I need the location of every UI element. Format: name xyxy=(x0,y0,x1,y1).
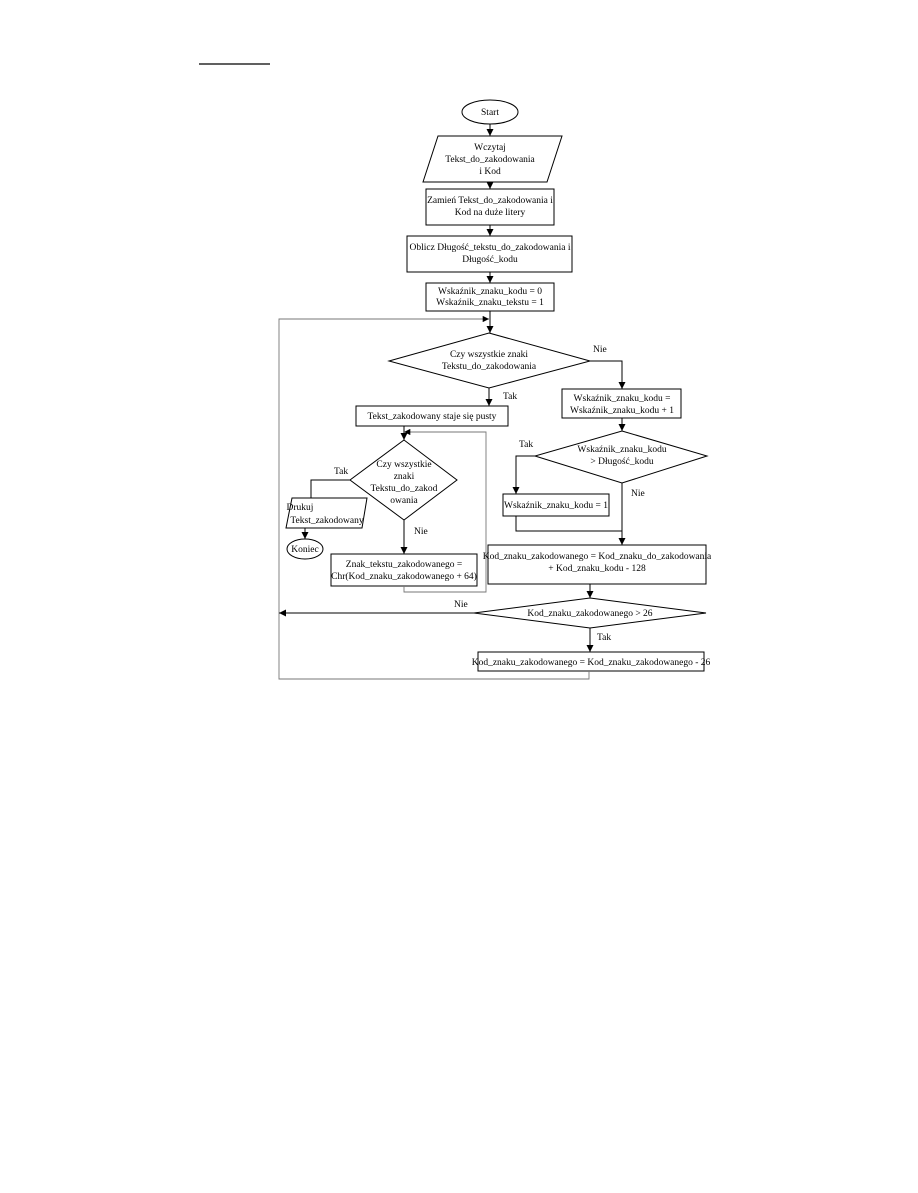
calc-lengths-line-2: Długość_kodu xyxy=(462,255,518,265)
check-all-chars-decision xyxy=(387,332,592,389)
subtract-26-process xyxy=(477,651,705,672)
read-input-parallelogram xyxy=(422,135,563,183)
edge-main-loop-return xyxy=(278,315,590,680)
check-all-chars-2-line-4: owania xyxy=(390,496,418,506)
check-code-pointer-line-1: Wskaźnik_znaku_kodu xyxy=(577,445,666,455)
gt26-no-label: Nie xyxy=(454,600,468,610)
end-label: Koniec xyxy=(291,545,318,555)
check-all-chars-2-line-3: Tekstu_do_zakod xyxy=(371,484,438,494)
compute-code-process xyxy=(487,544,707,585)
set-empty-label: Tekst_zakodowany staje się pusty xyxy=(368,412,497,422)
edge-pointer-yes xyxy=(512,455,535,494)
check-code-pointer-line-2: > Długość_kodu xyxy=(590,457,653,467)
print-output-parallelogram xyxy=(285,497,368,529)
char-from-code-line-1: Znak_tekstu_zakodowanego = xyxy=(346,560,462,570)
edge-inner-loop-return xyxy=(403,428,487,593)
gt26-yes-label: Tak xyxy=(597,633,611,643)
edge-check1-no xyxy=(590,360,626,389)
check-gt-26-label: Kod_znaku_zakodowanego > 26 xyxy=(527,609,652,619)
increment-code-pointer-line-1: Wskaźnik_znaku_kodu = xyxy=(574,394,671,404)
init-pointers-process xyxy=(425,282,555,312)
reset-code-pointer-process xyxy=(502,493,610,517)
print-output-line-1: Drukuj xyxy=(287,503,314,513)
to-upper-line-2: Kod na duże litery xyxy=(455,208,526,218)
start-label: Start xyxy=(481,108,499,118)
to-upper-line-1: Zamień Tekst_do_zakodowania i xyxy=(427,196,553,206)
char-from-code-process xyxy=(330,553,478,587)
pointer-no-label: Nie xyxy=(631,489,645,499)
check-all-chars-line-2: Tekstu_do_zakodowania xyxy=(442,362,537,372)
compute-code-line-1: Kod_znaku_zakodowanego = Kod_znaku_do_za… xyxy=(483,552,712,562)
read-input-line-3: i Kod xyxy=(479,167,501,177)
edge-check2-yes xyxy=(310,479,350,498)
init-pointers-line-1: Wskaźnik_znaku_kodu = 0 xyxy=(438,287,542,297)
check1-yes-label: Tak xyxy=(503,392,517,402)
char-from-code-line-2: Chr(Kod_znaku_zakodowanego + 64) xyxy=(331,571,477,582)
check2-yes-label: Tak xyxy=(334,467,348,477)
calc-lengths-line-1: Oblicz Długość_tekstu_do_zakodowania i xyxy=(410,243,571,253)
edge-reset-compute xyxy=(515,516,622,532)
read-input-line-1: Wczytaj xyxy=(474,143,506,153)
increment-code-pointer-line-2: Wskaźnik_znaku_kodu + 1 xyxy=(570,406,674,416)
compute-code-line-2: + Kod_znaku_kodu - 128 xyxy=(548,564,646,574)
check-all-chars-2-line-2: znaki xyxy=(394,472,415,482)
check-all-chars-line-1: Czy wszystkie znaki xyxy=(450,350,528,360)
to-upper-process xyxy=(425,188,555,226)
check2-no-label: Nie xyxy=(414,527,428,537)
set-empty-process xyxy=(355,405,509,427)
reset-code-pointer-label: Wskaźnik_znaku_kodu = 1 xyxy=(504,501,608,511)
check-all-chars-2-line-1: Czy wszystkie xyxy=(376,460,431,470)
init-pointers-line-2: Wskaźnik_znaku_tekstu = 1 xyxy=(436,298,544,308)
subtract-26-label: Kod_znaku_zakodowanego = Kod_znaku_zakod… xyxy=(472,658,711,668)
calc-lengths-process xyxy=(406,235,573,273)
print-output-line-2: Tekst_zakodowany xyxy=(290,516,363,526)
pointer-yes-label: Tak xyxy=(519,440,533,450)
check1-no-label: Nie xyxy=(593,345,607,355)
read-input-line-2: Tekst_do_zakodowania xyxy=(445,155,535,165)
